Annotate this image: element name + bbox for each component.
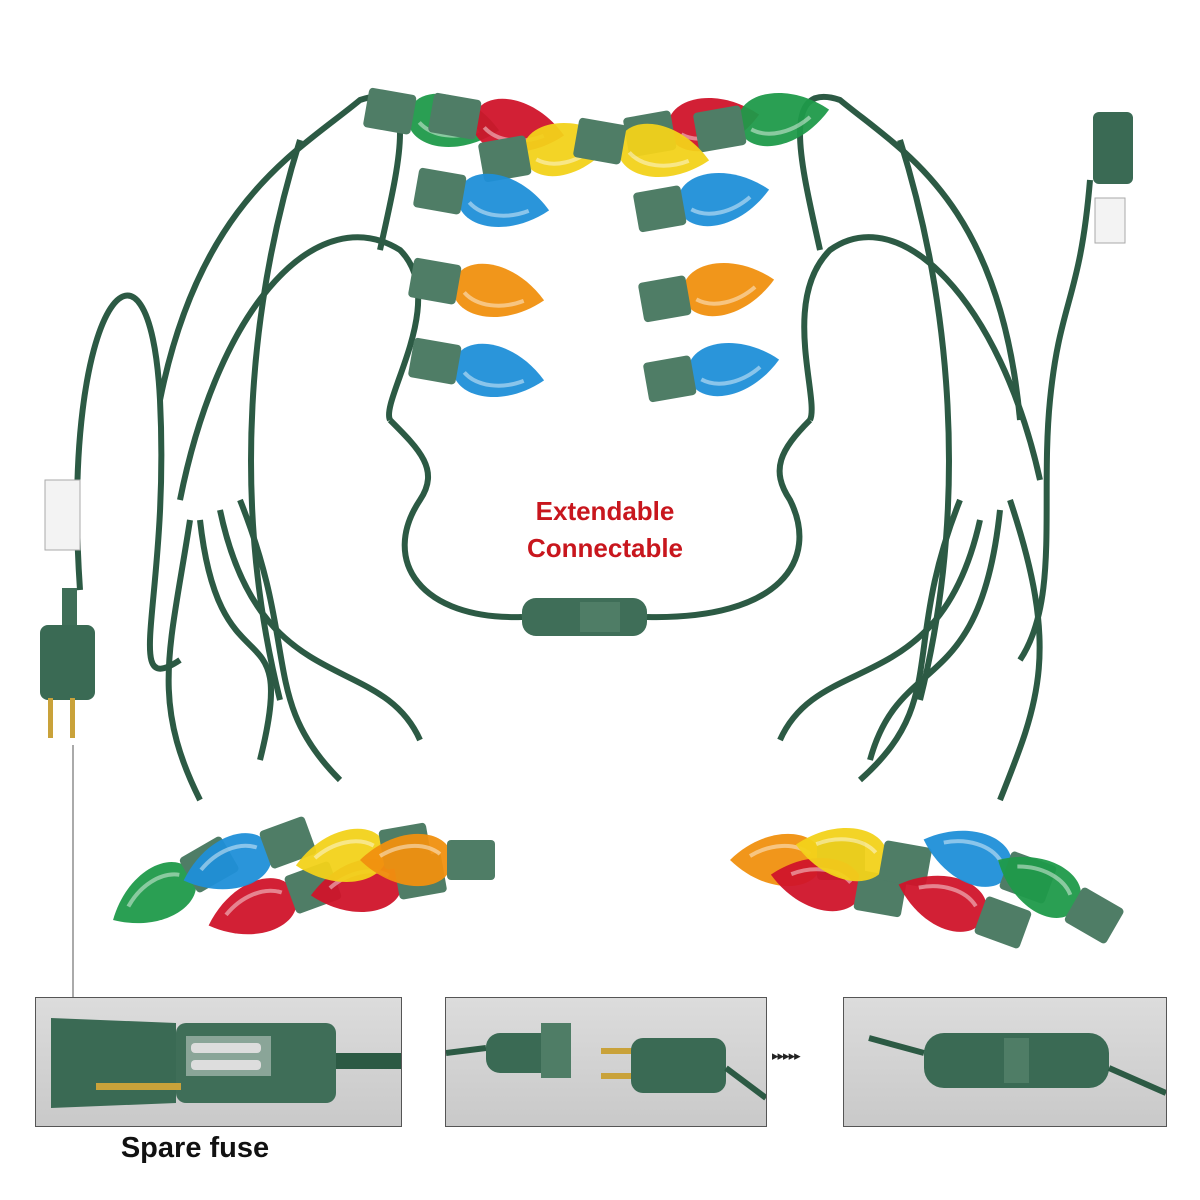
spare-fuse-caption: Spare fuse xyxy=(120,1132,270,1164)
inset-plug-and-socket-connected xyxy=(843,997,1167,1127)
wire xyxy=(1017,179,1093,662)
blue-bulb xyxy=(413,167,550,227)
wire xyxy=(177,234,422,501)
wire xyxy=(248,139,303,701)
blue-bulb xyxy=(643,343,780,403)
wire xyxy=(387,417,523,621)
fuse-plug-image xyxy=(51,1018,401,1108)
wire xyxy=(801,234,1043,481)
orange-bulb xyxy=(638,263,775,323)
inset-plug-and-socket-separate xyxy=(445,997,767,1127)
end-connector-center xyxy=(522,598,647,636)
wire xyxy=(997,499,1043,802)
blue-bulb xyxy=(183,816,317,890)
wire xyxy=(217,509,423,742)
wire xyxy=(797,94,1023,421)
wire xyxy=(777,519,983,742)
yellow-bulb xyxy=(795,828,932,888)
connected-plugs-image xyxy=(868,1033,1166,1096)
blue-bulb xyxy=(633,173,770,233)
bulbs xyxy=(113,87,1124,949)
wire xyxy=(237,498,343,783)
separate-plugs-image xyxy=(446,1023,766,1101)
orange-bulb xyxy=(360,833,495,887)
wire xyxy=(165,519,203,802)
male-plug xyxy=(40,479,95,997)
arrow-indicator: ▸▸▸▸▸ xyxy=(772,1048,801,1063)
extendable-caption: Extendable xyxy=(535,496,675,526)
wire xyxy=(867,509,1003,761)
wire xyxy=(897,139,952,701)
green-bulb xyxy=(998,856,1124,944)
yellow-bulb xyxy=(573,117,710,177)
orange-bulb xyxy=(408,257,545,317)
wire xyxy=(74,292,182,672)
green-bulb xyxy=(693,93,830,153)
wire xyxy=(646,417,813,621)
wire xyxy=(858,498,963,783)
wires xyxy=(74,94,1093,802)
inset-spare-fuse-plug xyxy=(35,997,402,1127)
blue-bulb xyxy=(408,337,545,397)
wire xyxy=(157,94,403,401)
connectable-caption: Connectable xyxy=(526,533,684,563)
wire xyxy=(197,519,274,761)
red-bulb xyxy=(898,875,1032,949)
female-end-plug xyxy=(1093,112,1133,244)
